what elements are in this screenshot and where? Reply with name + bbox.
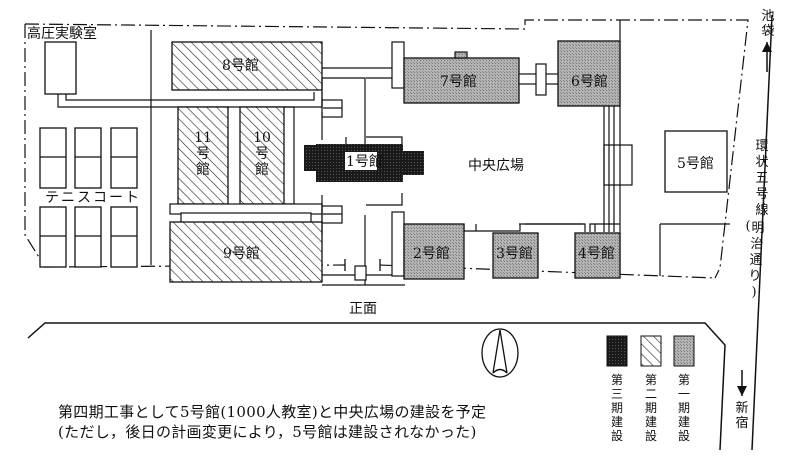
svg-text:期: 期 — [678, 401, 690, 415]
svg-text:設: 設 — [678, 428, 690, 443]
legend-label-phase3: 第 三 期 建 設 — [611, 373, 623, 443]
svg-text:(: ( — [745, 219, 750, 234]
label-building-8: 8号館 — [222, 57, 259, 74]
svg-text:治: 治 — [750, 237, 763, 252]
main-gate-marks — [344, 259, 381, 271]
roads — [27, 14, 773, 451]
svg-text:期: 期 — [611, 401, 623, 415]
label-ring-road-5: 環 状 五 号 線 ( 明 治 通 り ) — [745, 139, 768, 300]
svg-text:建: 建 — [611, 415, 623, 429]
label-building-2: 2号館 — [413, 245, 450, 262]
building-8 — [171, 41, 323, 91]
label-building-10: 10 号 館 — [253, 130, 271, 178]
svg-text:10: 10 — [253, 130, 271, 146]
svg-text:り: り — [748, 269, 761, 284]
legend-swatch-phase2 — [640, 335, 662, 367]
svg-text:宿: 宿 — [735, 415, 748, 431]
svg-text:建: 建 — [678, 415, 690, 429]
building-6 — [557, 40, 621, 107]
svg-text:第: 第 — [645, 373, 657, 387]
tennis-courts — [39, 127, 138, 268]
svg-text:明: 明 — [751, 221, 764, 236]
svg-text:線: 線 — [755, 202, 768, 218]
svg-text:環: 環 — [755, 139, 768, 154]
svg-text:): ) — [751, 285, 756, 300]
svg-text:期: 期 — [645, 401, 657, 415]
legend-swatch-phase3 — [606, 335, 628, 367]
building-5 — [664, 130, 728, 193]
corridors — [321, 67, 405, 286]
svg-text:号: 号 — [755, 187, 768, 202]
svg-text:第: 第 — [678, 373, 690, 387]
legend-swatch-phase1 — [673, 335, 695, 367]
label-building-1: 1号館 — [346, 153, 383, 170]
label-high-voltage-lab: 高圧実験室 — [27, 25, 97, 42]
east-corridor — [603, 106, 633, 232]
svg-text:通: 通 — [749, 253, 762, 268]
label-tennis-court: テニスコート — [45, 190, 141, 206]
svg-text:五: 五 — [755, 171, 768, 186]
svg-text:館: 館 — [196, 161, 210, 178]
label-main-gate: 正面 — [349, 301, 377, 317]
building-9 — [169, 221, 323, 283]
svg-text:館: 館 — [255, 161, 269, 178]
svg-text:一: 一 — [678, 387, 690, 401]
svg-text:第: 第 — [611, 373, 623, 387]
svg-text:新: 新 — [735, 400, 748, 416]
gate-house — [354, 265, 367, 281]
svg-text:建: 建 — [645, 415, 657, 429]
label-shinjuku: 新 宿 — [735, 400, 748, 431]
label-building-5: 5号館 — [677, 155, 714, 172]
caption-line-1: 第四期工事として5号館(1000人教室)と中央広場の建設を予定 — [58, 403, 487, 421]
arrow-up-icon — [762, 42, 772, 72]
building-3 — [492, 232, 539, 279]
building-2 — [403, 223, 465, 280]
building-1 — [304, 144, 424, 182]
label-central-plaza: 中央広場 — [468, 158, 524, 174]
label-building-3: 3号館 — [496, 245, 533, 262]
legend — [606, 335, 695, 367]
svg-text:池: 池 — [761, 9, 774, 24]
svg-text:三: 三 — [611, 387, 623, 401]
svg-text:11: 11 — [194, 130, 212, 146]
label-building-6: 6号館 — [571, 73, 608, 90]
building-10 — [239, 106, 285, 205]
label-building-4: 4号館 — [578, 245, 615, 262]
label-building-7: 7号館 — [440, 73, 477, 90]
svg-text:設: 設 — [611, 428, 623, 443]
high-voltage-lab — [44, 41, 323, 108]
label-building-9: 9号館 — [223, 245, 260, 262]
svg-text:号: 号 — [255, 146, 269, 162]
caption-line-2: (ただし，後日の計画変更により，5号館は建設されなかった) — [58, 423, 477, 441]
north-arrow-icon — [481, 328, 519, 378]
svg-text:設: 設 — [645, 428, 657, 443]
legend-label-phase1: 第 一 期 建 設 — [678, 373, 690, 443]
arrow-down-icon — [737, 370, 747, 396]
svg-text:袋: 袋 — [761, 24, 774, 39]
svg-text:二: 二 — [645, 387, 657, 401]
label-ikebukuro: 池 袋 — [761, 9, 774, 39]
legend-label-phase2: 第 二 期 建 設 — [645, 373, 657, 443]
svg-text:号: 号 — [196, 146, 210, 162]
svg-text:状: 状 — [755, 155, 768, 170]
building-4 — [574, 232, 621, 279]
caption: 第四期工事として5号館(1000人教室)と中央広場の建設を予定 (ただし，後日の… — [58, 402, 486, 442]
label-building-11: 11 号 館 — [194, 130, 212, 178]
